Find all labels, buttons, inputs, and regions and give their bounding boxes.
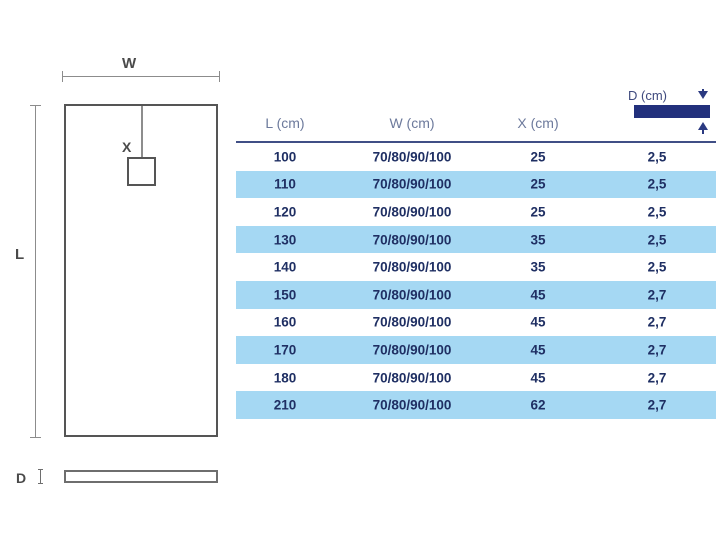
length-tick-top xyxy=(30,105,41,106)
cell-w: 70/80/90/100 xyxy=(372,314,452,330)
arrow-down-icon xyxy=(698,91,708,99)
table-row: 130 70/80/90/100 35 2,5 xyxy=(236,225,716,254)
cell-w: 70/80/90/100 xyxy=(372,149,452,165)
width-tick-right xyxy=(219,71,220,82)
table-row: 140 70/80/90/100 35 2,5 xyxy=(236,253,716,281)
depth-dimension-tick xyxy=(38,469,43,484)
cell-l: 110 xyxy=(274,176,296,192)
cell-d: 2,7 xyxy=(647,342,667,358)
column-header-l: L (cm) xyxy=(265,115,305,131)
table-row: 120 70/80/90/100 25 2,5 xyxy=(236,198,716,226)
cell-l: 100 xyxy=(273,149,297,165)
cell-w: 70/80/90/100 xyxy=(372,287,452,303)
cell-d: 2,5 xyxy=(647,176,667,192)
depth-indicator-legend: D (cm) xyxy=(628,88,714,138)
arrow-down-stem-icon xyxy=(702,89,704,94)
width-tick-left xyxy=(62,71,63,82)
cell-l: 170 xyxy=(273,342,297,358)
table-body: 100 70/80/90/100 25 2,5 110 70/80/90/100 25 2,5… xyxy=(236,143,720,419)
cell-l: 140 xyxy=(273,259,297,275)
cell-d: 2,5 xyxy=(647,232,667,248)
cell-x: 62 xyxy=(530,397,546,413)
cell-x: 45 xyxy=(530,287,546,303)
length-dimension-label: L xyxy=(15,246,25,263)
cell-x: 35 xyxy=(530,232,546,248)
depth-legend-label: D (cm) xyxy=(628,88,667,103)
table-row: 160 70/80/90/100 45 2,7 xyxy=(236,309,716,337)
cell-l: 180 xyxy=(273,370,297,386)
depth-dimension-label: D xyxy=(16,470,27,486)
width-dimension-label: W xyxy=(122,55,137,72)
cell-l: 150 xyxy=(273,287,297,303)
cell-d: 2,7 xyxy=(647,287,667,303)
cell-d: 2,7 xyxy=(647,314,667,330)
table-header-row: L (cm) W (cm) X (cm) xyxy=(236,115,720,139)
cell-x: 45 xyxy=(530,342,546,358)
cell-x: 25 xyxy=(530,176,546,192)
table-row: 210 70/80/90/100 62 2,7 xyxy=(236,391,716,419)
cell-w: 70/80/90/100 xyxy=(372,397,452,413)
header-divider xyxy=(236,141,716,143)
cell-l: 130 xyxy=(273,232,297,248)
cell-x: 25 xyxy=(530,149,546,165)
table-row: 110 70/80/90/100 25 2,5 xyxy=(236,170,716,199)
arrow-up-icon xyxy=(698,122,708,130)
offset-dimension-label: X xyxy=(122,139,132,155)
shower-tray-profile-view xyxy=(64,470,218,483)
length-tick-bottom xyxy=(30,437,41,438)
cell-d: 2,5 xyxy=(647,149,667,165)
cell-d: 2,7 xyxy=(647,370,667,386)
width-dimension-line xyxy=(62,76,220,77)
tray-dimension-diagram: W L X D xyxy=(0,0,236,540)
cell-w: 70/80/90/100 xyxy=(372,176,452,192)
cell-w: 70/80/90/100 xyxy=(372,342,452,358)
cell-x: 35 xyxy=(530,259,546,275)
table-row: 150 70/80/90/100 45 2,7 xyxy=(236,280,716,309)
column-header-w: W (cm) xyxy=(389,115,435,131)
table-row: 170 70/80/90/100 45 2,7 xyxy=(236,336,716,364)
cell-w: 70/80/90/100 xyxy=(372,204,452,220)
length-dimension-line xyxy=(35,105,36,437)
cell-l: 120 xyxy=(273,204,297,220)
drain-outlet-icon xyxy=(127,157,156,186)
cell-d: 2,7 xyxy=(647,397,667,413)
cell-l: 210 xyxy=(273,397,297,413)
cell-d: 2,5 xyxy=(647,259,667,275)
arrow-up-stem-icon xyxy=(702,129,704,134)
dimensions-table: D (cm) L (cm) W (cm) X (cm) 100 70/80/90/… xyxy=(236,0,720,540)
table-row: 180 70/80/90/100 45 2,7 xyxy=(236,364,716,392)
offset-dimension-line xyxy=(141,106,143,172)
cell-w: 70/80/90/100 xyxy=(372,370,452,386)
depth-bar-icon xyxy=(634,105,710,118)
cell-d: 2,5 xyxy=(647,204,667,220)
cell-l: 160 xyxy=(273,314,297,330)
table-row: 100 70/80/90/100 25 2,5 xyxy=(236,143,716,171)
cell-x: 45 xyxy=(530,370,546,386)
cell-x: 45 xyxy=(530,314,546,330)
column-header-x: X (cm) xyxy=(517,115,559,131)
cell-x: 25 xyxy=(530,204,546,220)
cell-w: 70/80/90/100 xyxy=(372,259,452,275)
cell-w: 70/80/90/100 xyxy=(372,232,452,248)
